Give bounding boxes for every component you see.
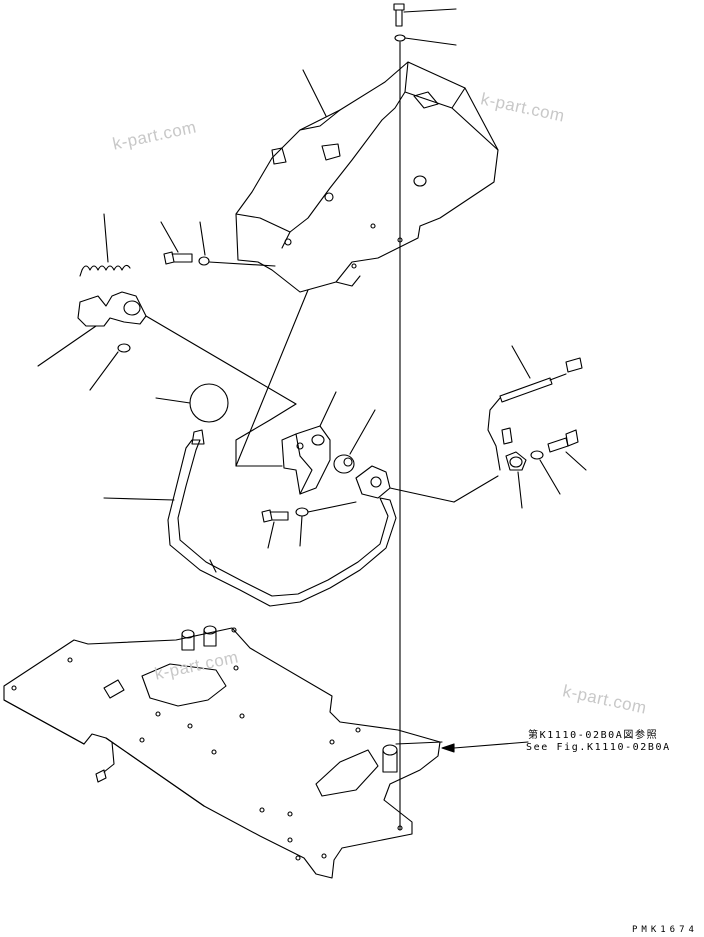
floor-plate xyxy=(3,625,443,879)
knob-ball xyxy=(155,383,229,423)
switch-harness xyxy=(487,345,583,471)
pin xyxy=(89,343,131,391)
switch-washer xyxy=(530,450,561,495)
reference-arrow xyxy=(441,741,529,753)
lever-bracket xyxy=(37,291,297,405)
bolt-upper-left xyxy=(160,221,193,265)
top-washer xyxy=(394,34,457,46)
bushing xyxy=(333,409,376,474)
lever-holder xyxy=(235,289,337,495)
switch-bolt xyxy=(547,429,587,471)
reference-note-jp: 第K1110-02B0A図参照 xyxy=(528,730,659,741)
top-bolt xyxy=(393,3,457,27)
reference-note-en: See Fig.K1110-02B0A xyxy=(526,742,671,753)
lever-rod xyxy=(103,429,397,607)
spring xyxy=(79,213,131,277)
washer-upper-left xyxy=(198,221,276,267)
drawing-code: PMK1674 xyxy=(632,925,698,935)
washer-lower xyxy=(295,501,357,547)
limit-switch xyxy=(505,451,527,509)
switch-bracket xyxy=(355,465,499,503)
console-cover xyxy=(235,61,499,293)
bolt-lower xyxy=(261,509,289,549)
